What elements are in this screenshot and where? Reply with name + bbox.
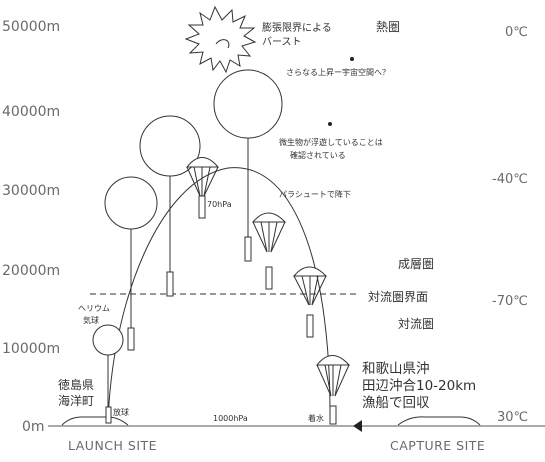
parachute-1: [185, 157, 220, 219]
balloon-stage-3: [139, 115, 201, 297]
burst-label-line2: バースト: [262, 36, 302, 48]
capture-terrain: [397, 416, 481, 426]
payload-box: [105, 406, 112, 424]
helium-label-line1: ヘリウム: [78, 304, 110, 313]
altitude-axis: 50000m 40000m 30000m 20000m 10000m 0m: [2, 19, 60, 435]
temp-minus40: -40℃: [492, 172, 528, 187]
temp-30: 30℃: [497, 410, 528, 425]
altitude-tick-30000: 30000m: [2, 183, 60, 199]
balloon-stage-4: [213, 69, 283, 262]
capture-location-line1: 和歌山県沖: [362, 361, 430, 377]
parachute-3: [292, 266, 328, 338]
launch-site-label: LAUNCH SITE: [68, 438, 157, 453]
payload-box: [166, 271, 174, 297]
microbes-label-line2: 確認されている: [290, 150, 346, 160]
parachute-descent-label: パラシュートで降下: [279, 189, 351, 199]
launch-location-line2: 海洋町: [58, 393, 94, 408]
capture-location-line3: 漁船で回収: [362, 395, 430, 411]
balloon-stage-1: [92, 324, 124, 424]
payload-box: [306, 314, 314, 338]
pressure-1000-label: 1000hPa: [213, 414, 248, 423]
temperature-labels: 0℃ -40℃ -70℃ 30℃: [492, 25, 528, 425]
capture-location-line2: 田辺沖合10-20km: [362, 378, 476, 394]
altitude-tick-0: 0m: [22, 419, 45, 435]
altitude-tick-40000: 40000m: [2, 104, 60, 120]
payload-box: [198, 195, 206, 219]
troposphere-label: 対流圏: [398, 317, 434, 331]
helium-label-line2: 気球: [83, 315, 99, 325]
release-label: 放球: [113, 407, 129, 417]
temp-minus70: -70℃: [492, 294, 528, 309]
capture-site-label: CAPTURE SITE: [390, 438, 485, 453]
parachute-4: [315, 355, 351, 425]
burst-icon: [184, 5, 257, 74]
splashdown-label: 着水: [308, 413, 324, 423]
dot-marker: [350, 57, 354, 61]
flight-path: [107, 167, 331, 424]
pressure-70-label: 70hPa: [207, 200, 232, 209]
space-question-label: さらなる上昇ー宇宙空間へ？: [286, 67, 390, 77]
payload-box: [265, 266, 273, 290]
altitude-tick-50000: 50000m: [2, 19, 60, 35]
launch-terrain: [61, 416, 129, 426]
capture-marker-icon: [353, 420, 362, 432]
tropopause-label: 対流圏界面: [368, 290, 428, 304]
parachute-2: [251, 212, 287, 290]
dot-marker: [328, 122, 332, 126]
burst-label-line1: 膨張限界による: [262, 21, 332, 34]
payload-box: [329, 405, 337, 425]
stratosphere-label: 成層圏: [398, 257, 434, 271]
temp-0: 0℃: [505, 25, 528, 40]
microbes-label-line1: 微生物が浮遊していることは: [279, 137, 383, 147]
payload-box: [127, 327, 135, 351]
altitude-tick-10000: 10000m: [2, 341, 60, 357]
balloon-stage-2: [104, 176, 158, 351]
launch-location-line1: 徳島県: [58, 377, 94, 392]
altitude-tick-20000: 20000m: [2, 263, 60, 279]
payload-box: [244, 236, 252, 262]
thermosphere-label: 熱圏: [376, 20, 400, 34]
